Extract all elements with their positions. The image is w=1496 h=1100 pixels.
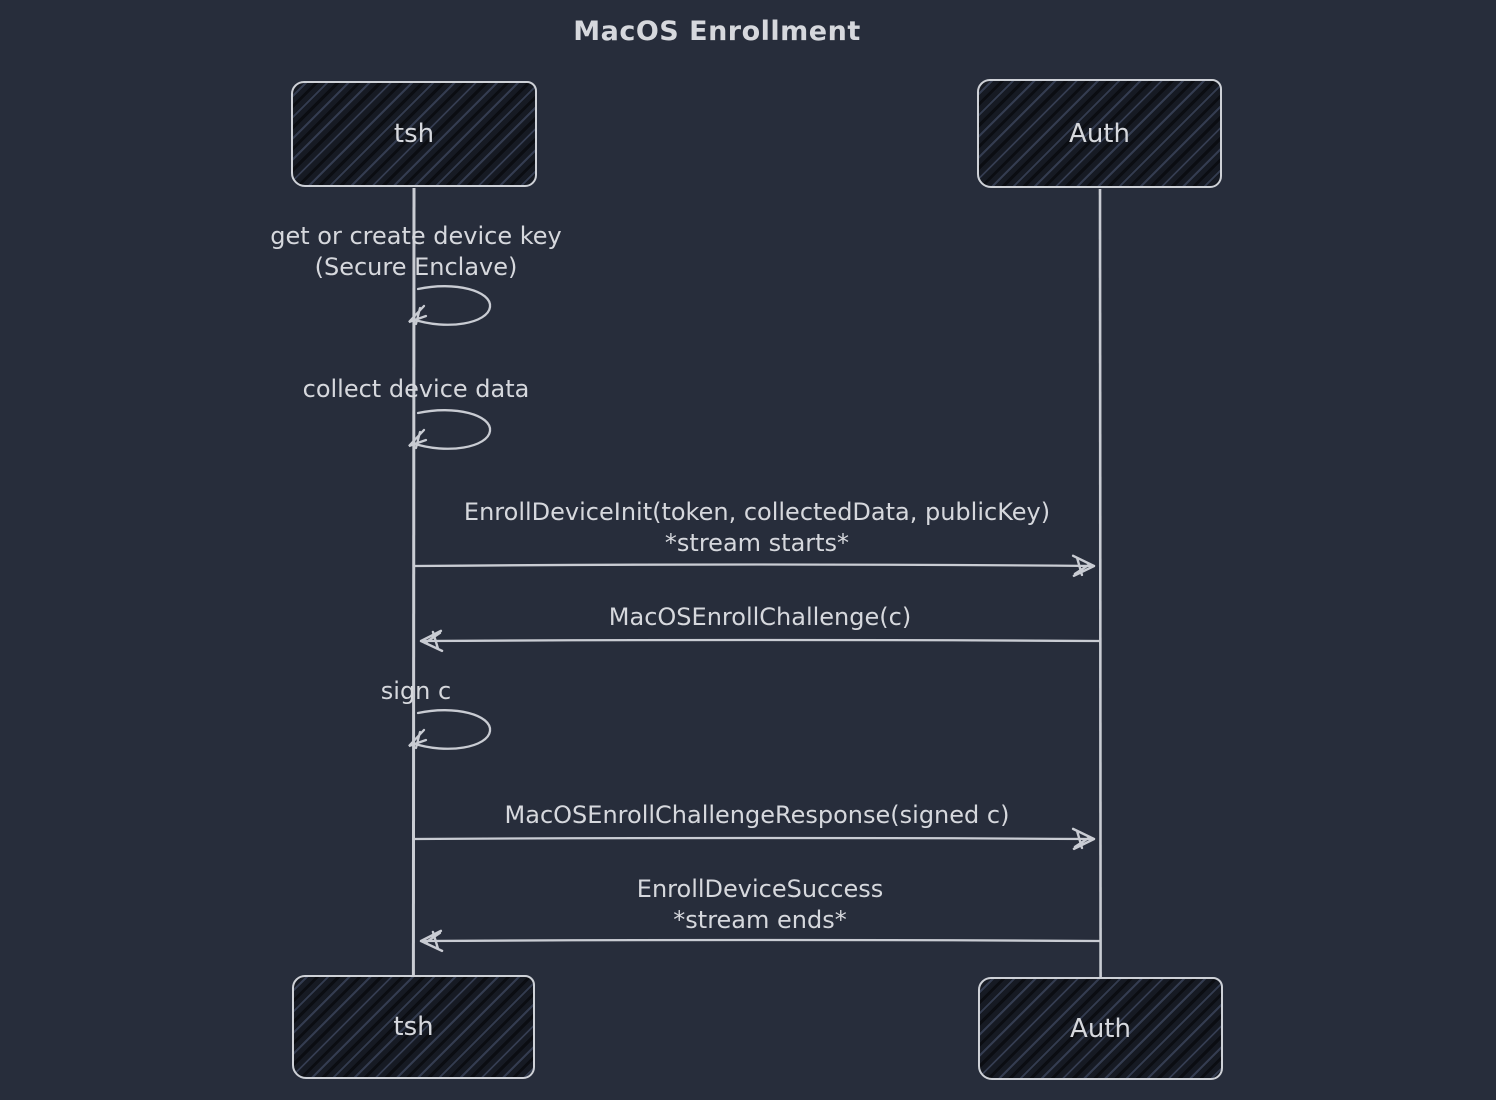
actor-tsh-top-label: tsh xyxy=(393,119,435,149)
actor-auth-top-box: Auth xyxy=(977,79,1222,188)
actor-tsh-bottom-box: tsh xyxy=(292,975,535,1079)
label-line: collect device data xyxy=(302,375,530,403)
message-label-macos-enroll-challenge-response: MacOSEnrollChallengeResponse(signed c) xyxy=(505,800,1010,831)
lifeline-auth xyxy=(1098,188,1102,978)
self-loop-2 xyxy=(410,409,492,450)
label-line: get or create device key xyxy=(270,222,562,250)
self-loop-1 xyxy=(410,285,492,326)
diagram-title: MacOS Enrollment xyxy=(573,16,861,47)
lifeline-tsh xyxy=(411,187,416,977)
actor-auth-bottom-box: Auth xyxy=(978,977,1223,1080)
self-loop-1-arrowhead-icon xyxy=(408,304,428,326)
actor-tsh-top-box: tsh xyxy=(291,81,537,187)
message-arrow-enroll-device-init xyxy=(412,554,1096,578)
message-label-enroll-device-init: EnrollDeviceInit(token, collectedData, p… xyxy=(464,497,1050,559)
self-message-label-get-device-key: get or create device key (Secure Enclave… xyxy=(270,221,562,283)
self-message-label-collect-device-data: collect device data xyxy=(303,374,530,405)
actor-tsh-bottom-label: tsh xyxy=(393,1012,434,1042)
actor-auth-bottom-label: Auth xyxy=(1070,1013,1131,1044)
message-arrow-macos-enroll-challenge-response xyxy=(412,827,1096,851)
self-message-label-sign-c: sign c xyxy=(381,676,451,707)
label-line: (Secure Enclave) xyxy=(314,253,518,281)
self-loop-3-arrowhead-icon xyxy=(408,728,428,750)
label-line: MacOSEnrollChallengeResponse(signed c) xyxy=(504,801,1010,829)
message-arrow-macos-enroll-challenge xyxy=(419,629,1102,653)
label-line: EnrollDeviceSuccess xyxy=(636,875,884,903)
label-line: sign c xyxy=(380,677,452,705)
self-loop-3 xyxy=(410,709,492,750)
message-label-macos-enroll-challenge: MacOSEnrollChallenge(c) xyxy=(609,602,911,633)
message-label-enroll-device-success: EnrollDeviceSuccess *stream ends* xyxy=(637,874,883,936)
actor-auth-top-label: Auth xyxy=(1069,118,1130,149)
label-line: *stream ends* xyxy=(673,906,847,934)
self-loop-2-arrowhead-icon xyxy=(408,428,428,450)
label-line: MacOSEnrollChallenge(c) xyxy=(608,603,912,631)
label-line: *stream starts* xyxy=(664,529,850,557)
label-line: EnrollDeviceInit(token, collectedData, p… xyxy=(463,498,1051,526)
message-arrow-enroll-device-success xyxy=(419,929,1102,953)
